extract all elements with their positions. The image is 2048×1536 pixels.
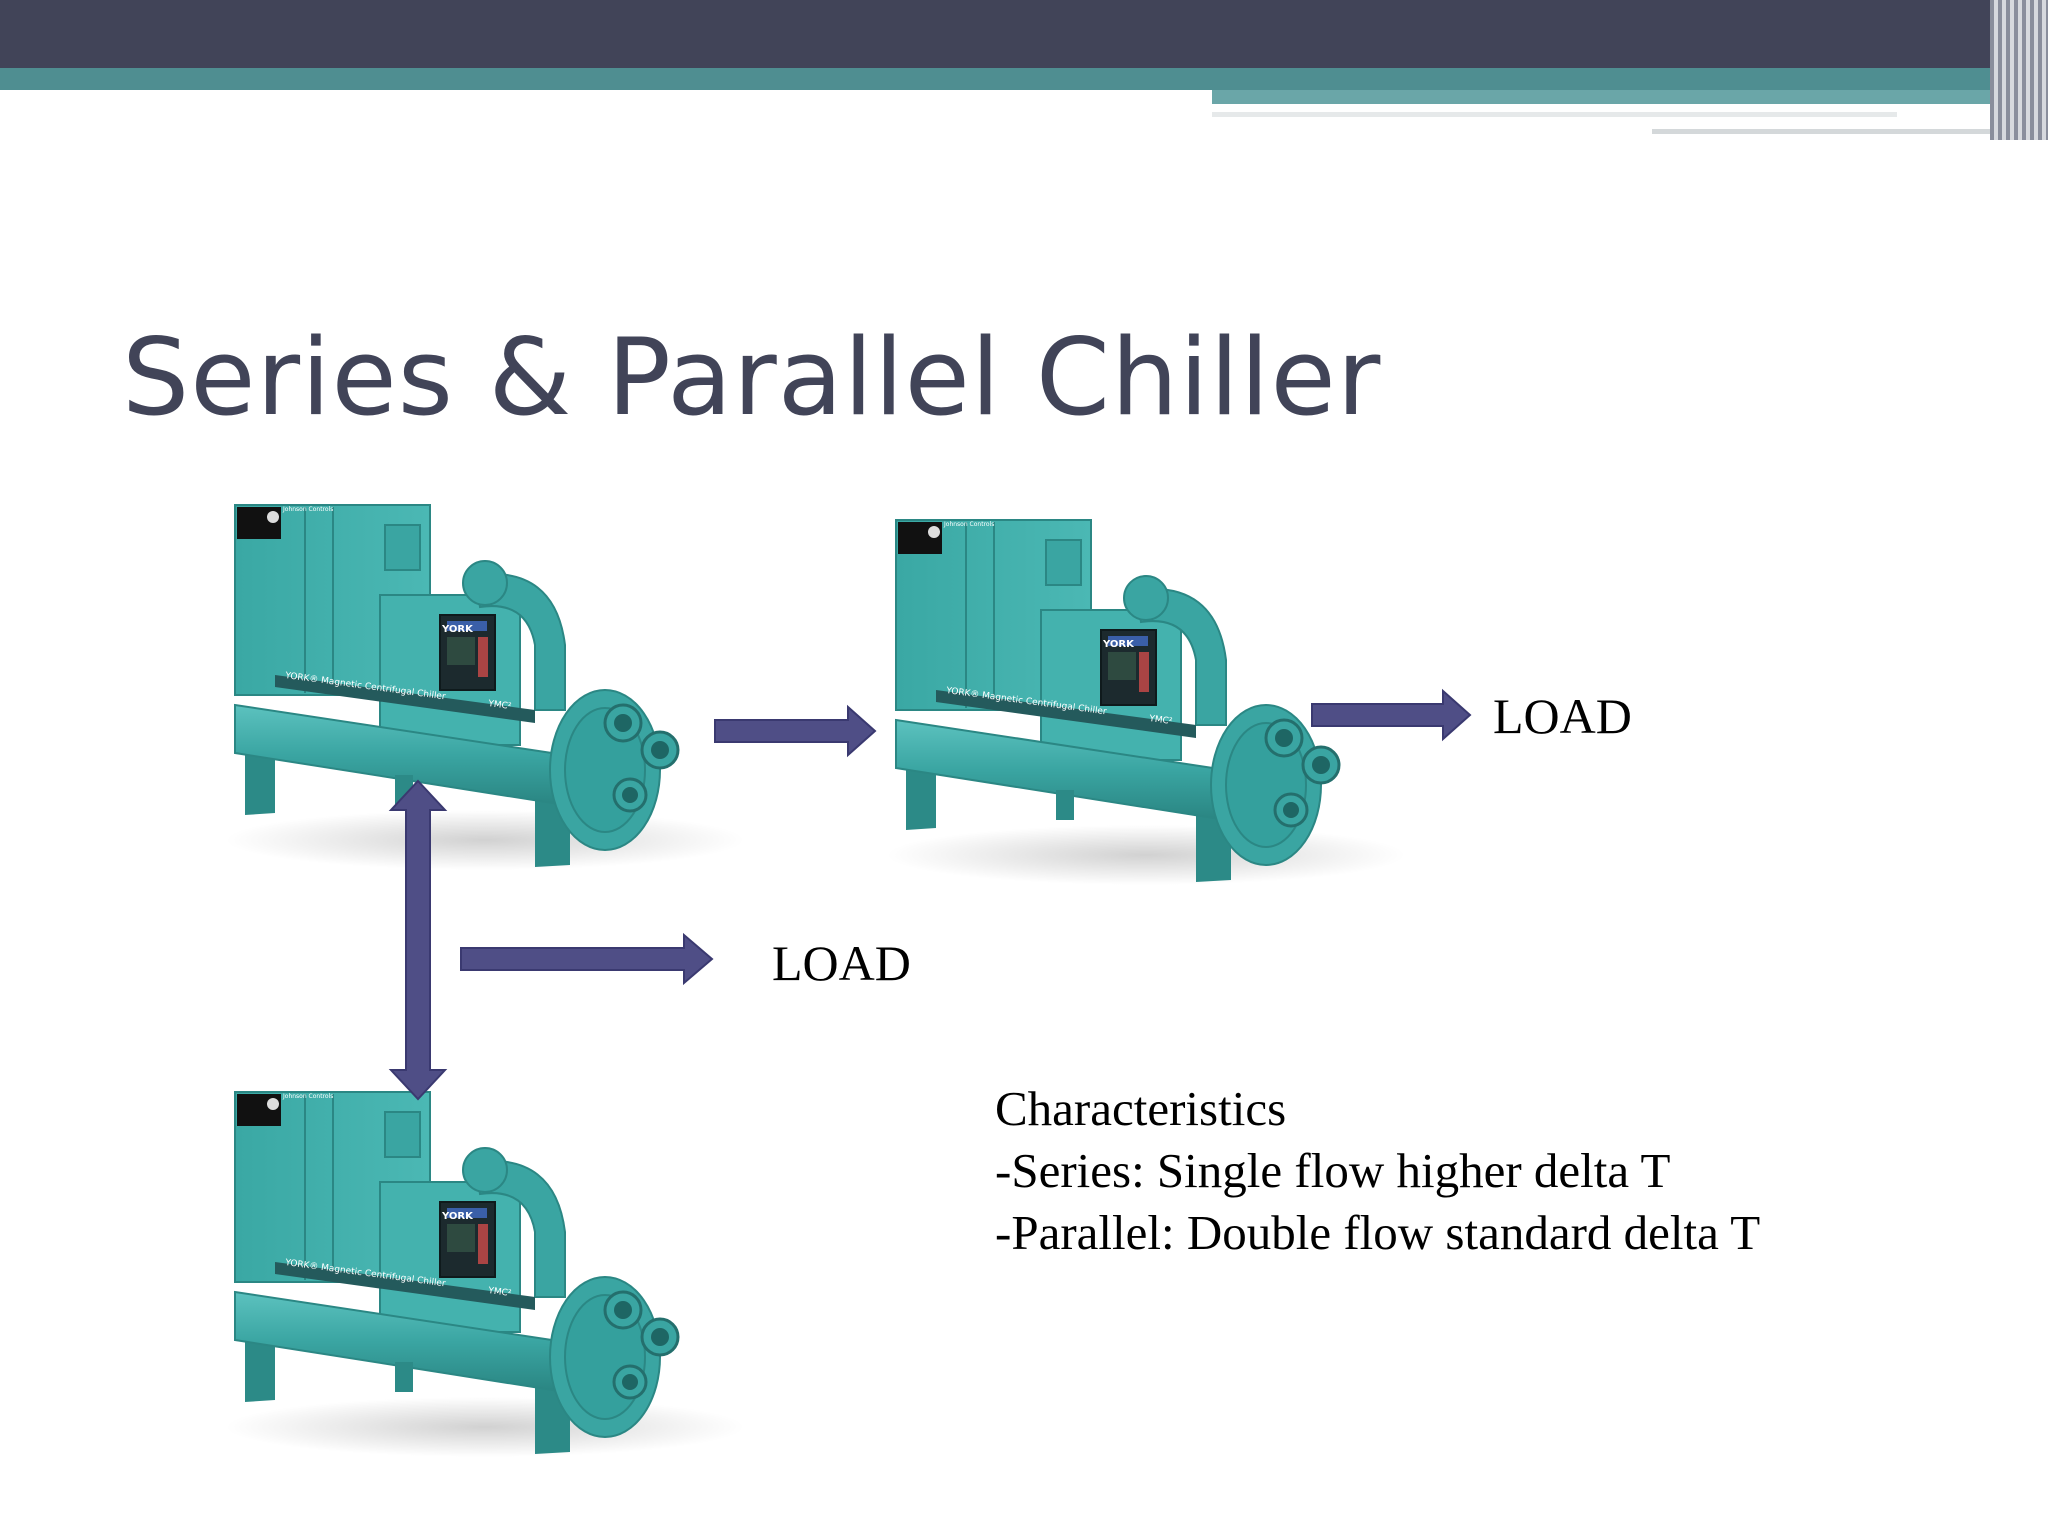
chiller-brand-label: YORK	[1102, 639, 1135, 650]
load-flow-arrow-top	[1311, 688, 1472, 742]
load-flow-arrow-parallel	[460, 932, 714, 986]
load-label-series: LOAD	[1493, 688, 1632, 744]
chiller-unit-top-left: Johnson Controls YORK YORK® Magnetic Cen…	[223, 503, 747, 872]
chiller-maker-label: Johnson Controls	[943, 521, 994, 528]
parallel-connection-arrow	[388, 779, 448, 1101]
header-band-teal-step	[1212, 90, 2022, 104]
chiller-unit-top-right: Johnson Controls YORK YORK® Magnetic Cen…	[884, 518, 1408, 887]
header-stripes	[1990, 0, 2048, 140]
series-flow-arrow	[714, 704, 877, 758]
chiller-model-label: YMC²	[1148, 714, 1174, 727]
header-accent-line	[1652, 129, 2004, 134]
characteristics-line-parallel: -Parallel: Double flow standard delta T	[995, 1205, 1761, 1260]
characteristics-line-series: -Series: Single flow higher delta T	[995, 1143, 1671, 1198]
load-label-parallel: LOAD	[772, 935, 911, 991]
chiller-maker-label: Johnson Controls	[282, 506, 333, 513]
chiller-model-label: YMC²	[487, 699, 513, 712]
header-band-teal	[0, 68, 2048, 90]
header-band-dark	[0, 0, 2048, 68]
characteristics-heading: Characteristics	[995, 1081, 1287, 1136]
chiller-unit-bottom: Johnson Controls YORK YORK® Magnetic Cen…	[223, 1090, 747, 1459]
chiller-brand-label: YORK	[441, 1211, 474, 1222]
chiller-brand-label: YORK	[441, 624, 474, 635]
header-accent-line	[1212, 112, 1897, 117]
slide-title: Series & Parallel Chiller	[122, 316, 1382, 439]
chiller-model-label: YMC²	[487, 1286, 513, 1299]
chiller-maker-label: Johnson Controls	[282, 1093, 333, 1100]
characteristics-text: Characteristics -Series: Single flow hig…	[995, 1078, 2025, 1264]
